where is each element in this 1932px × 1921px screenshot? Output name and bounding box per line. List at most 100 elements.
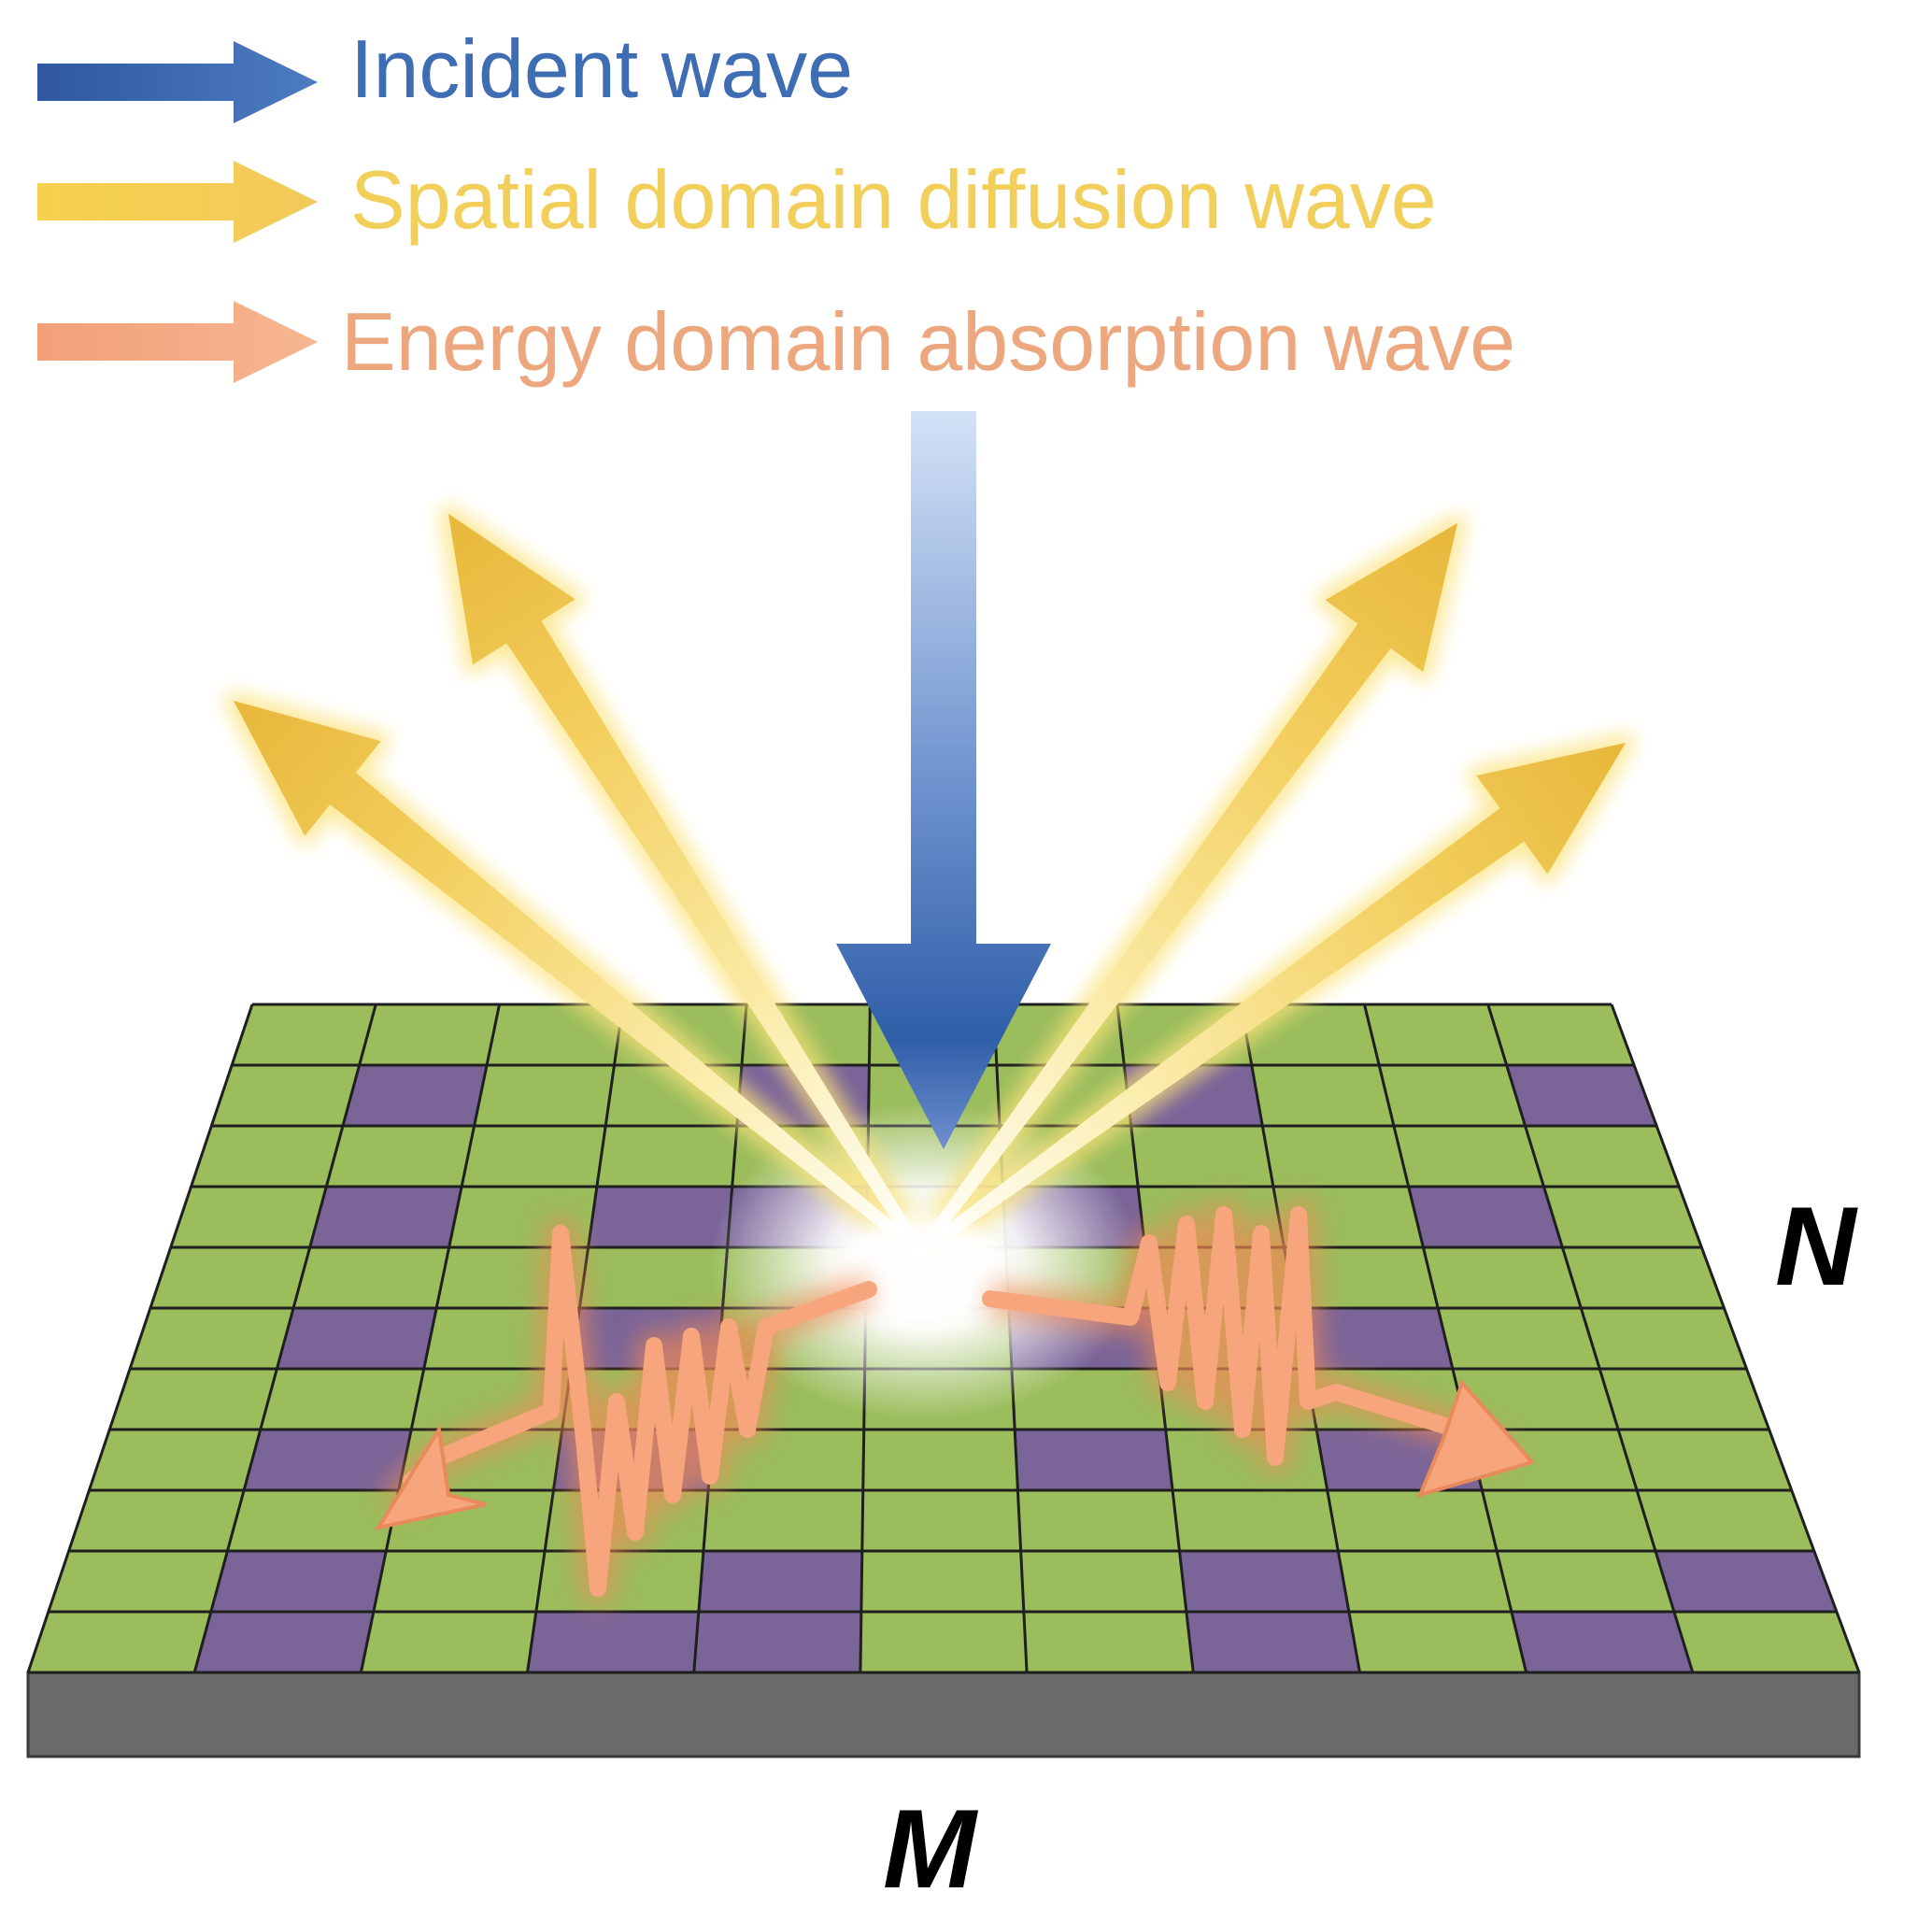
surface-cell	[462, 1126, 606, 1187]
surface-cell	[1364, 1004, 1507, 1065]
absorption-right-arrowhead-icon	[1416, 1379, 1536, 1499]
surface-grid-line	[1362, 1003, 1528, 1673]
surface-cell	[1618, 1430, 1792, 1490]
surface-cell	[487, 1004, 623, 1065]
surface-cell	[1497, 1551, 1674, 1612]
surface-grid-line	[1610, 1003, 1861, 1673]
legend-label-incident: Incident wave	[350, 22, 853, 115]
surface-cell	[211, 1065, 360, 1126]
surface-grid-line	[1486, 1003, 1695, 1673]
surface-cell	[359, 1004, 500, 1065]
absorption-wave-left	[403, 1225, 877, 1597]
legend-item-energy: Energy domain absorption wave	[37, 295, 1515, 388]
energy-legend-arrow-icon	[37, 301, 318, 383]
surface-cell	[1511, 1612, 1693, 1672]
surface-cell	[859, 1612, 1028, 1672]
surface-cell	[1262, 1126, 1409, 1187]
energy-absorption-waves	[374, 1199, 1536, 1604]
surface-grid-line	[359, 1003, 502, 1673]
spatial-diffusion-arrows	[224, 505, 1635, 1266]
spatial-legend-arrow-icon	[37, 161, 318, 243]
surface-cell	[1423, 1247, 1582, 1308]
absorption-left-arrowhead-icon	[374, 1424, 487, 1530]
surface-cell	[244, 1430, 412, 1490]
legend-label-energy: Energy domain absorption wave	[341, 295, 1515, 388]
surface-cell	[1487, 1004, 1635, 1065]
surface-cell	[1581, 1308, 1747, 1369]
surface-cell	[698, 1551, 862, 1612]
surface-cell	[1379, 1065, 1526, 1126]
incident-wave-arrow	[836, 411, 1051, 1149]
incident-legend-arrow-icon	[37, 41, 318, 123]
surface-grid-line	[192, 1003, 377, 1673]
impact-center	[836, 1215, 1004, 1327]
surface-cell	[232, 1004, 376, 1065]
surface-cell	[588, 1187, 732, 1247]
surface-cell	[260, 1369, 424, 1430]
surface-cell	[149, 1247, 310, 1308]
surface-cell	[1023, 1612, 1194, 1672]
surface-cell	[596, 1126, 737, 1187]
surface-cell	[1338, 1551, 1512, 1612]
surface-cell	[703, 1490, 863, 1551]
surface-cell	[693, 1612, 861, 1672]
surface-cell	[1251, 1065, 1394, 1126]
surface-cell	[1525, 1126, 1680, 1187]
surface-cell	[227, 1490, 399, 1551]
legend-item-spatial: Spatial domain diffusion wave	[37, 153, 1437, 246]
surface-cell	[28, 1612, 211, 1672]
surface-cell	[1655, 1551, 1837, 1612]
surface-cell	[109, 1369, 277, 1430]
surface-cell	[1482, 1490, 1655, 1551]
surface-cell	[1017, 1490, 1180, 1551]
surface-cell	[1284, 1247, 1439, 1308]
surface-cell	[342, 1065, 488, 1126]
surface-cell	[1506, 1065, 1657, 1126]
surface-cell	[191, 1126, 343, 1187]
diffusion-arrow	[234, 701, 924, 1257]
surface-cell	[1179, 1551, 1349, 1612]
surface-cell	[1020, 1551, 1186, 1612]
surface-cell	[535, 1551, 703, 1612]
surface-base	[26, 1671, 1861, 1758]
surface-cell	[361, 1612, 536, 1672]
legend: Incident wave Spatial domain diffusion w…	[37, 22, 1515, 388]
surface-cell	[579, 1247, 728, 1308]
surface-cell	[1599, 1369, 1769, 1430]
surface-cell	[277, 1308, 437, 1369]
surface-cell	[309, 1187, 462, 1247]
surface-cell	[326, 1126, 475, 1187]
absorption-wave-right	[982, 1206, 1489, 1466]
surface-cell	[1408, 1187, 1563, 1247]
surface-cell	[708, 1430, 864, 1490]
diffusion-arrow	[448, 514, 926, 1256]
surface-cell	[860, 1551, 1024, 1612]
surface-cell	[194, 1612, 374, 1672]
surface-cell	[68, 1490, 245, 1551]
surface-grid-line	[26, 1003, 254, 1673]
surface-cell	[527, 1612, 699, 1672]
diffusion-arrow	[916, 523, 1457, 1256]
surface-cell	[210, 1551, 387, 1612]
surface-cell	[1172, 1490, 1339, 1551]
surface-cell	[89, 1430, 261, 1490]
surface-cell	[1130, 1126, 1273, 1187]
surface-cell	[170, 1187, 327, 1247]
axis-label-m: M	[883, 1786, 979, 1912]
surface-cell	[1348, 1612, 1527, 1672]
surface-cell	[293, 1247, 449, 1308]
surface-cell	[1295, 1308, 1453, 1369]
surface-cell	[474, 1065, 615, 1126]
surface-cell	[1186, 1612, 1360, 1672]
surface-cell	[1327, 1490, 1498, 1551]
surface-cell	[1452, 1369, 1619, 1430]
surface-cell	[862, 1430, 1018, 1490]
diffusion-arrow	[916, 743, 1626, 1257]
surface-cell	[861, 1490, 1021, 1551]
legend-label-spatial: Spatial domain diffusion wave	[350, 153, 1437, 246]
axis-label-n: N	[1775, 1184, 1858, 1309]
legend-item-incident: Incident wave	[37, 22, 853, 123]
surface-cell	[1673, 1612, 1859, 1672]
surface-cell	[48, 1551, 228, 1612]
